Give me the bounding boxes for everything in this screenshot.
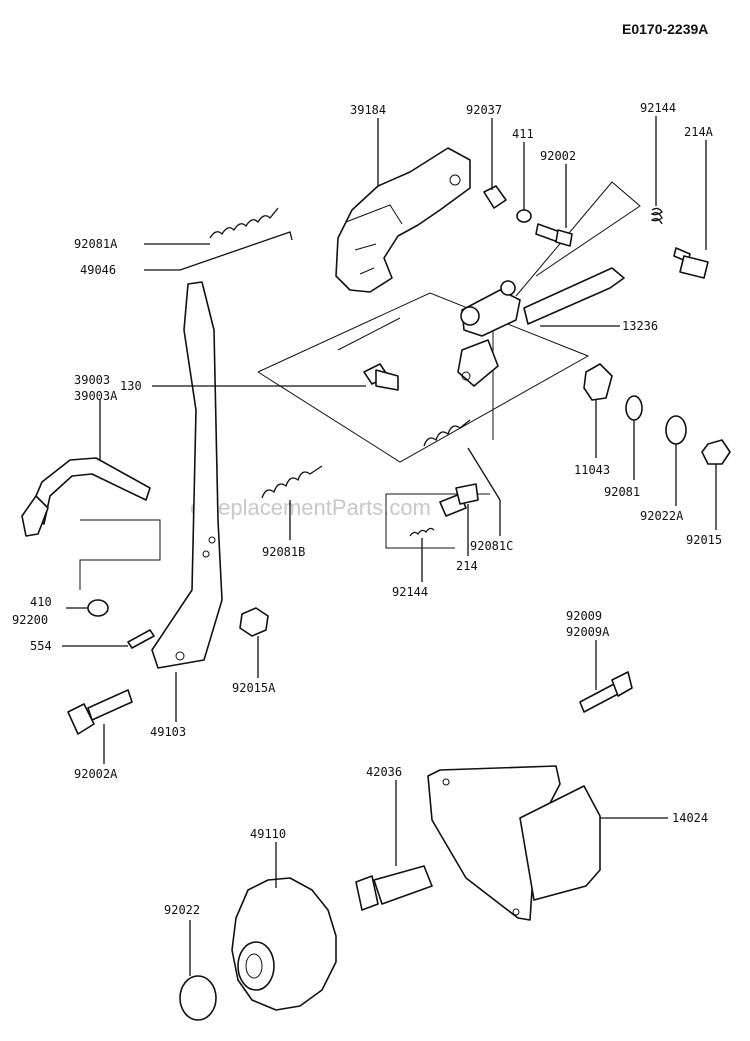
label-410: 410 (30, 595, 52, 609)
label-11043: 11043 (574, 463, 610, 477)
label-92002: 92002 (540, 149, 576, 163)
label-92081A: 92081A (74, 237, 118, 251)
label-411: 411 (512, 127, 534, 141)
label-92022: 92022 (164, 903, 200, 917)
part-labels: 39184 92037 411 92002 92144 214A 92081A … (12, 101, 722, 917)
label-214: 214 (456, 559, 478, 573)
washer-411 (516, 209, 532, 223)
bolt-130 (363, 363, 399, 391)
label-92015: 92015 (686, 533, 722, 547)
bolt-92002 (535, 223, 573, 247)
label-92002A: 92002A (74, 767, 118, 781)
clip-92037 (483, 185, 507, 209)
label-92144-top: 92144 (640, 101, 676, 115)
washer-92022A (665, 415, 687, 445)
label-49110: 49110 (250, 827, 286, 841)
label-92037: 92037 (466, 103, 502, 117)
label-92144-mid: 92144 (392, 585, 428, 599)
label-92081C: 92081C (470, 539, 513, 553)
pin-554 (127, 629, 155, 649)
nut-92015 (701, 439, 731, 465)
watermark: eReplacementParts.com (190, 495, 431, 520)
label-92200: 92200 (12, 613, 48, 627)
label-42036: 42036 (366, 765, 402, 779)
spring-92081C (423, 419, 471, 447)
bracket-39184 (335, 147, 471, 293)
spring-92144-mid (409, 527, 435, 537)
bolt-214A (673, 247, 709, 279)
label-49103: 49103 (150, 725, 186, 739)
leader-lines (62, 116, 717, 976)
bolt-92002A (67, 689, 133, 735)
spring-92081A (209, 207, 279, 239)
label-92081: 92081 (604, 485, 640, 499)
washer-92022 (179, 975, 217, 1021)
cover-14024 (427, 765, 601, 921)
label-92009A: 92009A (566, 625, 610, 639)
shaft-39003 (21, 457, 151, 537)
label-49046: 49046 (80, 263, 116, 277)
rod-49046 (179, 231, 293, 271)
lever-13236 (457, 267, 625, 387)
label-92015A: 92015A (232, 681, 276, 695)
spring-92144-top (650, 207, 663, 225)
arm-49103 (151, 281, 223, 669)
label-39003: 39003 (74, 373, 110, 387)
label-554: 554 (30, 639, 52, 653)
gear-49110 (231, 877, 337, 1011)
label-92081B: 92081B (262, 545, 305, 559)
spring-92081B (261, 465, 323, 499)
label-39184: 39184 (350, 103, 386, 117)
label-13236: 13236 (622, 319, 658, 333)
bolt-214 (439, 483, 479, 517)
nut-92015A (239, 607, 269, 637)
label-39003A: 39003A (74, 389, 118, 403)
washer-92081 (625, 395, 643, 421)
bolt-92009 (579, 671, 633, 713)
diagram-ref-code: E0170-2239A (622, 21, 708, 37)
label-214A: 214A (684, 125, 714, 139)
plate-11043 (583, 363, 613, 401)
label-92022A: 92022A (640, 509, 684, 523)
washer-410 (87, 599, 109, 617)
pinion-42036 (355, 865, 433, 911)
label-14024: 14024 (672, 811, 708, 825)
label-92009: 92009 (566, 609, 602, 623)
label-130: 130 (120, 379, 142, 393)
